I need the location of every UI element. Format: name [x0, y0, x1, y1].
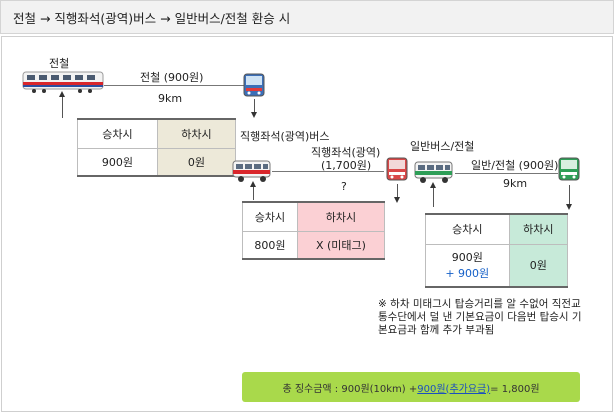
seg1-distance-label: 9km	[158, 92, 183, 105]
express-bus-label: 직행좌석(광역)버스	[240, 130, 330, 143]
bus-front-icon-red	[386, 157, 408, 181]
t1-alight-value: 0원	[156, 147, 237, 177]
seg2-fare-line2: (1,700원)	[321, 159, 372, 172]
t3-extra-value: + 900원	[445, 267, 490, 281]
t1-board-value: 900원	[77, 147, 158, 177]
fare-table-1: 승차시 하차시 900원 0원	[77, 118, 237, 177]
total-fare-summary: 총 징수금액 : 900원(10km) + 900원(추가요금) = 1,800…	[242, 372, 580, 402]
train-label: 전철	[49, 57, 70, 70]
board-arrow-bus	[250, 181, 256, 200]
seg3-distance-label: 9km	[503, 177, 528, 190]
t3-alight-value: 0원	[508, 243, 569, 288]
seg2-fare-line1: 직행좌석(광역)	[311, 146, 381, 159]
seg1-line	[104, 85, 244, 86]
board-arrow-regular	[430, 182, 436, 207]
t2-alight-value: X (미태그)	[296, 230, 386, 260]
summary-prefix: 총 징수금액 : 900원(10km) +	[282, 383, 418, 395]
regular-bus-icon	[414, 161, 453, 183]
bus-front-icon-green	[558, 157, 580, 181]
fare-table-2: 승차시 하차시 800원 X (미태그)	[242, 201, 386, 260]
fare-table-3: 승차시 하차시 900원 + 900원 0원	[425, 213, 569, 288]
t2-board-value: 800원	[242, 230, 298, 260]
seg1-fare-label: 전철 (900원)	[140, 71, 204, 84]
summary-suffix: = 1,800원	[490, 383, 540, 395]
express-bus-icon	[232, 160, 271, 182]
t2-board-header: 승차시	[242, 201, 298, 232]
alight-arrow-3	[566, 185, 572, 210]
note: ※ 하차 미태그시 탑승거리를 알 수없어 직전교통수단에서 덜 낸 기본요금이…	[378, 298, 588, 337]
train-icon	[22, 71, 104, 93]
seg2-line	[272, 171, 384, 172]
t3-alight-header: 하차시	[508, 213, 569, 245]
t3-board-header: 승차시	[425, 213, 510, 245]
t1-board-header: 승차시	[77, 118, 158, 149]
page-title-bar: 전철 → 직행좌석(광역)버스 → 일반버스/전철 환승 시	[0, 0, 614, 34]
board-arrow-train	[59, 91, 65, 118]
note-text: 하차 미태그시 탑승거리를 알 수없어 직전교통수단에서 덜 낸 기본요금이 다…	[378, 298, 582, 336]
t1-alight-header: 하차시	[156, 118, 237, 149]
t3-board-value: 900원	[451, 251, 483, 265]
seg3-fare-label: 일반/전철 (900원)	[471, 159, 559, 172]
t3-board-cell: 900원 + 900원	[425, 243, 510, 288]
summary-highlight: 900원(추가요금)	[417, 383, 491, 395]
regular-bus-label: 일반버스/전철	[410, 140, 475, 153]
alight-arrow-1	[251, 99, 257, 118]
note-symbol: ※	[378, 298, 387, 310]
t2-alight-header: 하차시	[296, 201, 386, 232]
page-title: 전철 → 직행좌석(광역)버스 → 일반버스/전철 환승 시	[13, 10, 291, 26]
seg3-line	[455, 173, 558, 174]
bus-front-icon	[243, 73, 265, 97]
seg2-distance-label: ?	[341, 180, 347, 193]
alight-arrow-2	[394, 184, 400, 203]
